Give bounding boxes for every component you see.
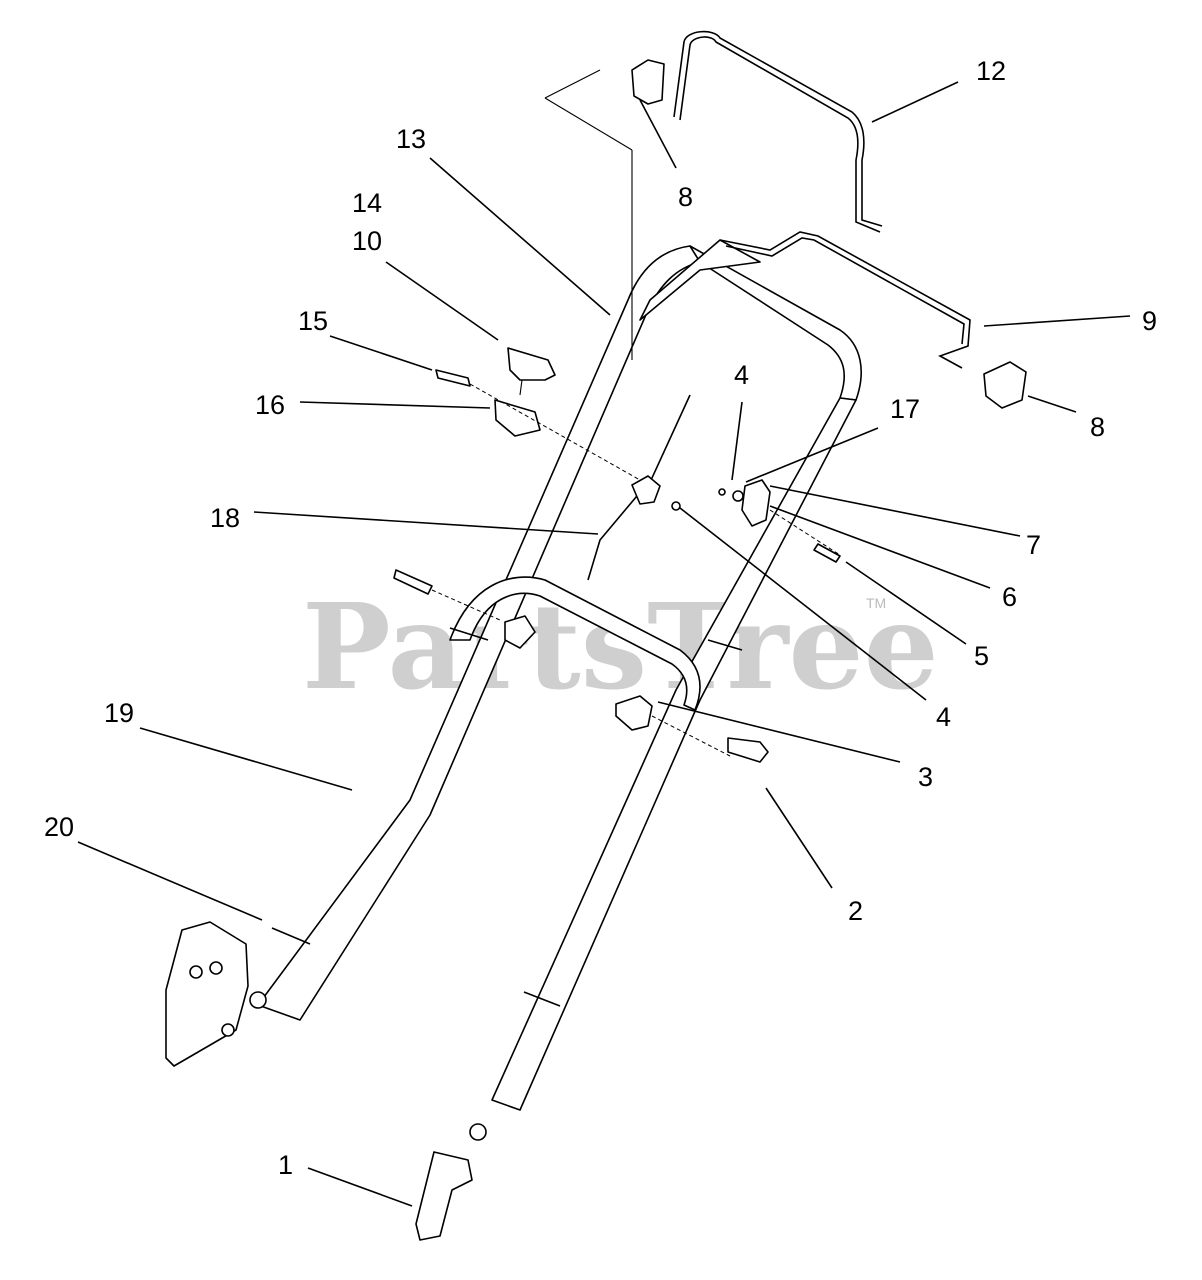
nut-4-lower bbox=[671, 501, 681, 511]
leader-9 bbox=[983, 315, 1131, 327]
knob-10 bbox=[507, 347, 556, 381]
rod-9 bbox=[719, 231, 971, 369]
leader-19 bbox=[139, 727, 353, 791]
bracket-7 bbox=[741, 479, 771, 527]
lower-handle bbox=[449, 576, 701, 711]
leader-1 bbox=[307, 1167, 413, 1207]
leader-7 bbox=[769, 485, 1021, 537]
clamp-mark-3 bbox=[271, 927, 311, 945]
callout-1: 1 bbox=[278, 1150, 293, 1180]
callout-3: 3 bbox=[918, 762, 933, 792]
callout-8-right: 8 bbox=[1090, 412, 1105, 442]
knob-3 bbox=[615, 695, 653, 731]
callout-19: 19 bbox=[104, 698, 134, 728]
clip-8-right bbox=[983, 361, 1027, 409]
spacer-16 bbox=[494, 399, 541, 437]
screw-5 bbox=[813, 543, 841, 563]
callout-17: 17 bbox=[890, 394, 920, 424]
rod-9-inner bbox=[725, 237, 965, 345]
upper-handle-top-bar bbox=[689, 245, 862, 401]
callout-16: 16 bbox=[255, 390, 285, 420]
callout-7: 7 bbox=[1026, 530, 1041, 560]
assembly-leader-2 bbox=[544, 97, 633, 151]
leader-13 bbox=[429, 157, 611, 316]
clamp-mark-1 bbox=[449, 627, 489, 641]
bracket-hole-2 bbox=[209, 961, 223, 975]
lower-end-bracket-1 bbox=[415, 1151, 473, 1241]
leader-8-top bbox=[639, 99, 677, 169]
bracket-hole-1 bbox=[189, 965, 203, 979]
callout-6: 6 bbox=[1002, 582, 1017, 612]
callout-9: 9 bbox=[1142, 306, 1157, 336]
assembly-leader-3 bbox=[544, 69, 601, 99]
leader-8-right bbox=[1027, 395, 1077, 413]
callout-12: 12 bbox=[976, 56, 1006, 86]
tube-end-pivot-right bbox=[469, 1123, 487, 1141]
bail-12 bbox=[679, 36, 881, 233]
leader-3 bbox=[657, 701, 901, 763]
callout-4-lower: 4 bbox=[936, 702, 951, 732]
upper-handle-right-tube bbox=[491, 397, 857, 1111]
leader-10 bbox=[385, 261, 499, 341]
parts-artwork bbox=[165, 30, 1027, 1241]
clamp-mark-2 bbox=[707, 639, 743, 651]
leader-15 bbox=[329, 335, 433, 371]
knob-10-stem bbox=[519, 379, 523, 396]
leader-4-lower bbox=[679, 507, 927, 701]
callout-2: 2 bbox=[848, 896, 863, 926]
carriage-bolt-2 bbox=[727, 737, 769, 763]
watermark: PartsTree TM bbox=[302, 577, 939, 716]
clamp-mark-4 bbox=[523, 991, 561, 1007]
leader-17 bbox=[745, 427, 879, 483]
nut-4-upper bbox=[718, 488, 726, 496]
cable-18 bbox=[587, 394, 691, 581]
carriage-bolt-left bbox=[393, 569, 433, 595]
cable-anchor bbox=[631, 475, 661, 505]
leader-6 bbox=[769, 505, 991, 589]
callout-labels: 12 8 13 14 10 15 16 9 4 17 8 18 7 6 5 4 … bbox=[44, 56, 1157, 1180]
watermark-text: PartsTree bbox=[302, 577, 939, 716]
watermark-tm: TM bbox=[866, 595, 886, 611]
callout-4-top: 4 bbox=[734, 360, 749, 390]
leader-16 bbox=[299, 401, 491, 409]
leader-12 bbox=[871, 81, 959, 123]
bracket-hole-3 bbox=[221, 1023, 235, 1037]
knob-nut-left bbox=[504, 615, 536, 649]
callout-13: 13 bbox=[396, 124, 426, 154]
callout-18: 18 bbox=[210, 503, 240, 533]
bracket-plate-20 bbox=[165, 921, 249, 1067]
leader-5 bbox=[845, 561, 967, 645]
callout-14: 14 bbox=[352, 188, 382, 218]
axis-line-2 bbox=[651, 715, 731, 757]
leader-2 bbox=[765, 787, 833, 889]
bolt-15 bbox=[435, 369, 471, 387]
leader-20 bbox=[77, 841, 263, 921]
callout-20: 20 bbox=[44, 812, 74, 842]
callout-leaders bbox=[77, 81, 1131, 1207]
tube-end-pivot bbox=[249, 991, 267, 1009]
callout-10: 10 bbox=[352, 226, 382, 256]
callout-15: 15 bbox=[298, 306, 328, 336]
axis-line-bolt bbox=[431, 589, 501, 621]
bail-12-inner bbox=[673, 30, 883, 227]
callout-5: 5 bbox=[974, 641, 989, 671]
handle-bracket-panel bbox=[639, 239, 761, 321]
leader-18 bbox=[253, 511, 599, 535]
callout-8-top: 8 bbox=[678, 182, 693, 212]
axis-line-16 bbox=[469, 383, 641, 481]
leader-4-top bbox=[731, 401, 743, 481]
washer-17 bbox=[732, 490, 744, 502]
clip-8-top bbox=[631, 59, 665, 105]
